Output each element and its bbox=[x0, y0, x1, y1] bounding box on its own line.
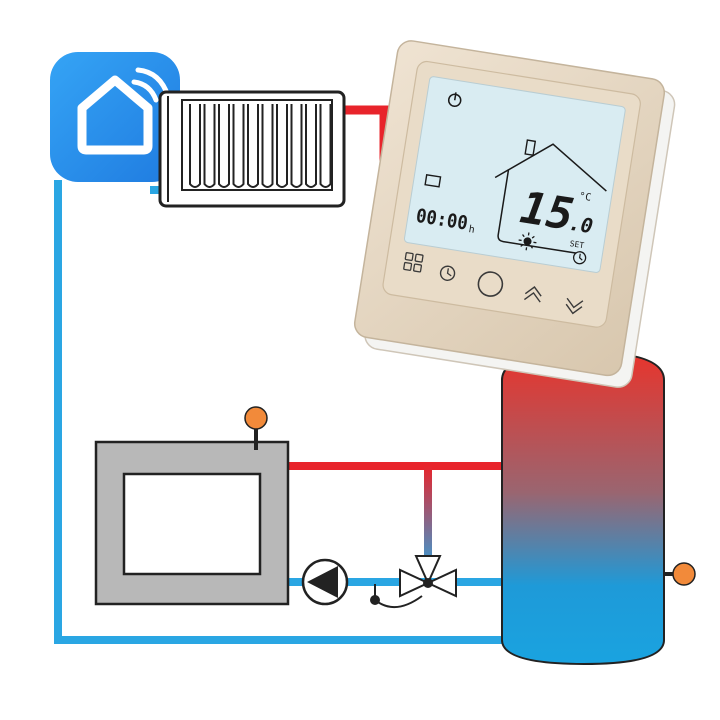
down-button[interactable] bbox=[565, 297, 584, 315]
mixing-riser-pipe bbox=[424, 466, 432, 576]
circulation-pump-icon bbox=[301, 558, 349, 606]
lcd-clock-icon bbox=[572, 251, 587, 265]
temperature-unit: °C bbox=[578, 191, 592, 204]
temperature-display: 15 bbox=[517, 182, 577, 241]
radiator-fin bbox=[203, 104, 216, 188]
tank-temperature-sensor-icon bbox=[672, 562, 696, 586]
set-label: SET bbox=[569, 239, 585, 250]
clock-button[interactable] bbox=[439, 265, 456, 281]
temperature-decimal: .0 bbox=[567, 211, 595, 238]
lcd-house-outline-icon bbox=[494, 143, 607, 254]
radiator-fin bbox=[218, 104, 230, 188]
boiler-temperature-sensor-icon bbox=[244, 406, 268, 430]
up-button[interactable] bbox=[523, 286, 542, 303]
cold-return-pipe bbox=[54, 180, 502, 644]
three-way-mixing-valve-icon bbox=[370, 555, 457, 608]
sun-icon bbox=[518, 232, 537, 251]
radiator-fin bbox=[276, 104, 288, 188]
lcd-heating-icon bbox=[424, 173, 442, 188]
power-button[interactable] bbox=[477, 270, 504, 297]
menu-button[interactable] bbox=[403, 252, 424, 273]
boiler bbox=[94, 406, 290, 606]
boiler-door bbox=[122, 472, 262, 576]
radiator-fin bbox=[305, 104, 317, 188]
smart-thermostat: 00:00 h 15 °C .0 SET bbox=[353, 40, 676, 388]
radiator-icon bbox=[158, 90, 346, 208]
radiator-fin bbox=[189, 104, 201, 188]
radiator-fin bbox=[290, 104, 303, 188]
radiator-fin bbox=[261, 104, 274, 188]
hot-water-tank bbox=[501, 350, 696, 666]
lcd-screen bbox=[403, 76, 626, 273]
house-icon bbox=[77, 75, 153, 155]
radiator-fin bbox=[319, 104, 332, 188]
timer-unit: h bbox=[468, 224, 476, 236]
power-icon bbox=[447, 92, 462, 108]
radiator-fin bbox=[247, 104, 259, 188]
radiator-fin bbox=[232, 104, 245, 188]
